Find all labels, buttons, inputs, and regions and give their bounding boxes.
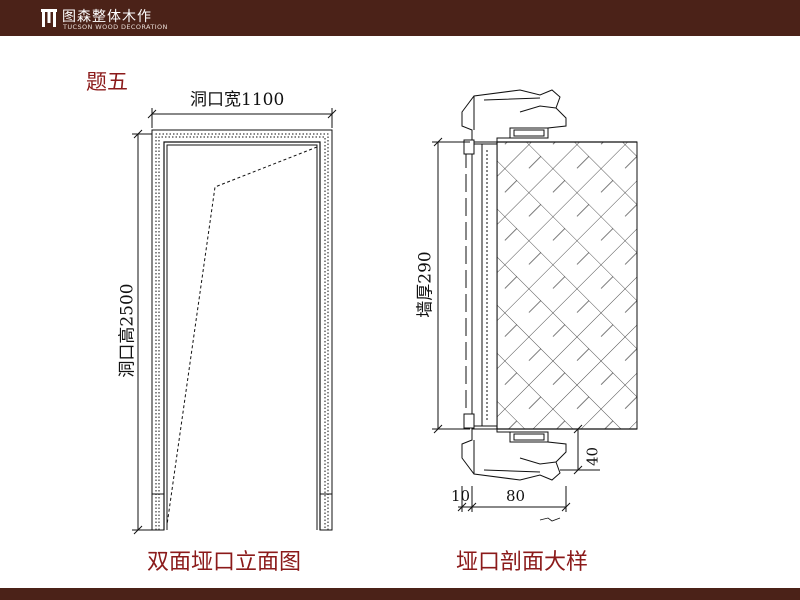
bottom-fixing-block — [509, 431, 549, 443]
top-fixing-block — [509, 127, 549, 139]
footer-bar — [0, 588, 800, 600]
elevation-caption: 双面垭口立面图 — [147, 550, 302, 575]
question-title: 题五 — [86, 70, 128, 94]
door-outer-casing — [151, 129, 333, 530]
section-wall-label: 墙厚290 — [415, 251, 436, 318]
door-elevation — [132, 108, 337, 535]
brand-logo-icon — [41, 9, 57, 27]
elevation-width-label: 洞口宽1100 — [190, 90, 285, 110]
section-dim-40: 40 — [583, 446, 602, 467]
left-skirting-block — [151, 493, 165, 531]
section-caption: 垭口剖面大样 — [456, 550, 589, 575]
wall-hatch — [496, 141, 638, 430]
door-section — [432, 89, 638, 522]
top-clip — [463, 139, 475, 155]
door-swing-line — [166, 146, 318, 526]
jamb-board-inner — [481, 143, 498, 427]
jamb-board-outer — [471, 143, 483, 427]
brand-tagline: TUCSON WOOD DECORATION — [63, 23, 168, 31]
header-bar: 图森整体木作 TUCSON WOOD DECORATION — [0, 0, 800, 36]
right-skirting-block — [319, 493, 333, 531]
section-dim-10: 10 — [451, 487, 471, 505]
door-inner-jamb — [163, 141, 321, 530]
elevation-height-label: 洞口高2500 — [117, 283, 138, 378]
section-dim-80: 80 — [506, 487, 526, 505]
bottom-clip — [463, 413, 475, 429]
brand-name: 图森整体木作 — [62, 9, 152, 25]
casing-dotted-trim — [155, 133, 329, 530]
